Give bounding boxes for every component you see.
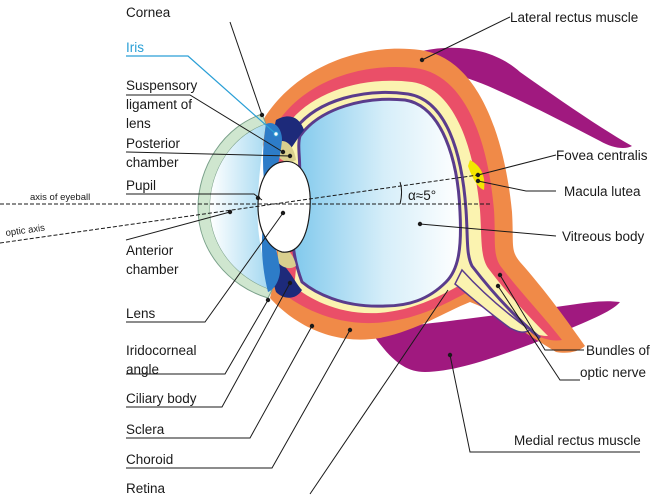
label-iris: Iris (126, 40, 144, 55)
label-bundles-1: Bundles of (586, 343, 650, 358)
label-anterior-1: Anterior (126, 243, 174, 258)
label-choroid: Choroid (126, 452, 173, 467)
label-retina: Retina (126, 481, 166, 496)
label-anterior-2: chamber (126, 262, 179, 277)
label-medial-rectus: Medial rectus muscle (514, 433, 641, 448)
label-macula: Macula lutea (564, 184, 641, 199)
label-iridocorneal-1: Iridocorneal (126, 343, 197, 358)
label-pupil: Pupil (126, 178, 156, 193)
label-suspensory-2: ligament of (126, 97, 192, 112)
label-ciliary-body: Ciliary body (126, 391, 197, 406)
label-suspensory-3: lens (126, 116, 151, 131)
label-suspensory-1: Suspensory (126, 78, 198, 93)
label-axis-of-eyeball: axis of eyeball (30, 192, 90, 203)
label-vitreous: Vitreous body (562, 229, 645, 244)
label-iridocorneal-2: angle (126, 362, 159, 377)
label-optic-axis: optic axis (5, 223, 46, 239)
label-angle: α≈5° (408, 188, 436, 203)
label-lateral-rectus: Lateral rectus muscle (510, 10, 638, 25)
label-sclera: Sclera (126, 422, 165, 437)
label-posterior-2: chamber (126, 155, 179, 170)
lens (258, 161, 310, 252)
label-posterior-1: Posterior (126, 136, 181, 151)
label-lens: Lens (126, 306, 156, 321)
label-fovea: Fovea centralis (556, 148, 648, 163)
label-bundles-2: optic nerve (580, 365, 646, 380)
label-cornea: Cornea (126, 5, 171, 20)
